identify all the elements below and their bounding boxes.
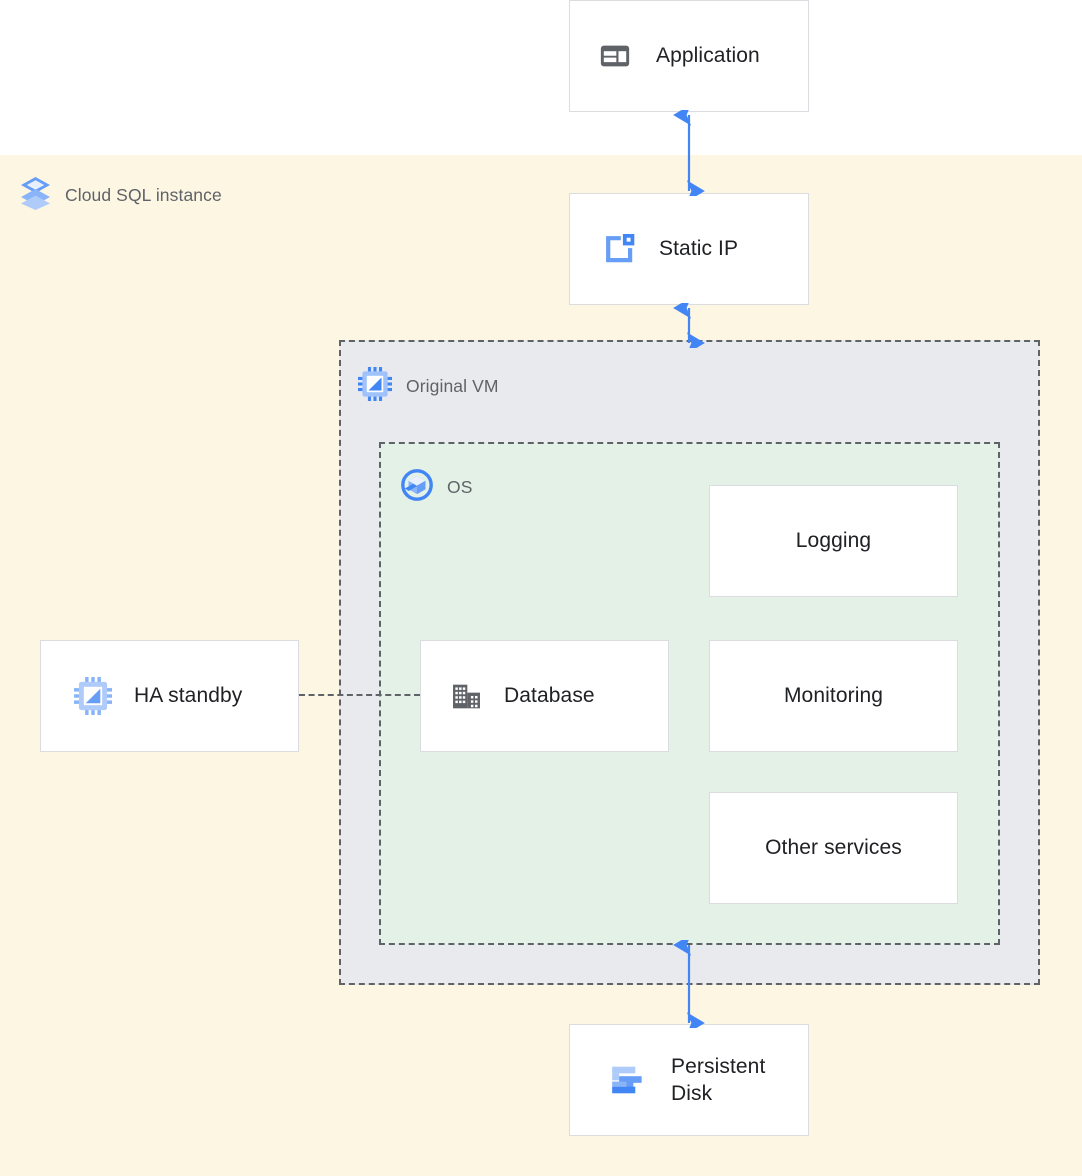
os-label-group: OS (400, 468, 473, 507)
node-other-services[interactable]: Other services (709, 792, 958, 904)
ha-standby-chip-icon (74, 677, 112, 715)
vm-chip-icon (358, 366, 392, 406)
static-ip-icon (601, 231, 637, 267)
node-logging[interactable]: Logging (709, 485, 958, 597)
os-circle-cube-icon (400, 468, 434, 507)
node-database-label: Database (504, 684, 595, 708)
node-other-services-label: Other services (765, 836, 902, 860)
arrow-static-ip-original-vm (673, 303, 705, 348)
cloud-sql-instance-label: Cloud SQL instance (65, 184, 222, 205)
node-static-ip[interactable]: Static IP (569, 193, 809, 305)
connector-ha-standby-database (299, 694, 420, 696)
node-monitoring-label: Monitoring (783, 684, 884, 708)
node-logging-label: Logging (795, 529, 872, 553)
node-application[interactable]: Application (569, 0, 809, 112)
database-building-icon (450, 680, 483, 713)
original-vm-label: Original VM (406, 375, 499, 396)
node-database[interactable]: Database (420, 640, 669, 752)
node-static-ip-label: Static IP (659, 237, 739, 261)
arrow-os-persistent-disk (673, 940, 705, 1028)
node-ha-standby[interactable]: HA standby (40, 640, 299, 752)
arrow-application-static-ip (673, 110, 705, 196)
os-label: OS (447, 476, 473, 497)
node-monitoring[interactable]: Monitoring (709, 640, 958, 752)
cloud-sql-stack-icon (20, 176, 51, 215)
persistent-disk-icon (609, 1061, 647, 1099)
application-window-icon (599, 40, 631, 72)
node-application-label: Application (656, 44, 760, 68)
cloud-sql-instance-label-group: Cloud SQL instance (20, 176, 222, 214)
original-vm-label-group: Original VM (358, 366, 499, 406)
node-ha-standby-label: HA standby (134, 684, 243, 708)
